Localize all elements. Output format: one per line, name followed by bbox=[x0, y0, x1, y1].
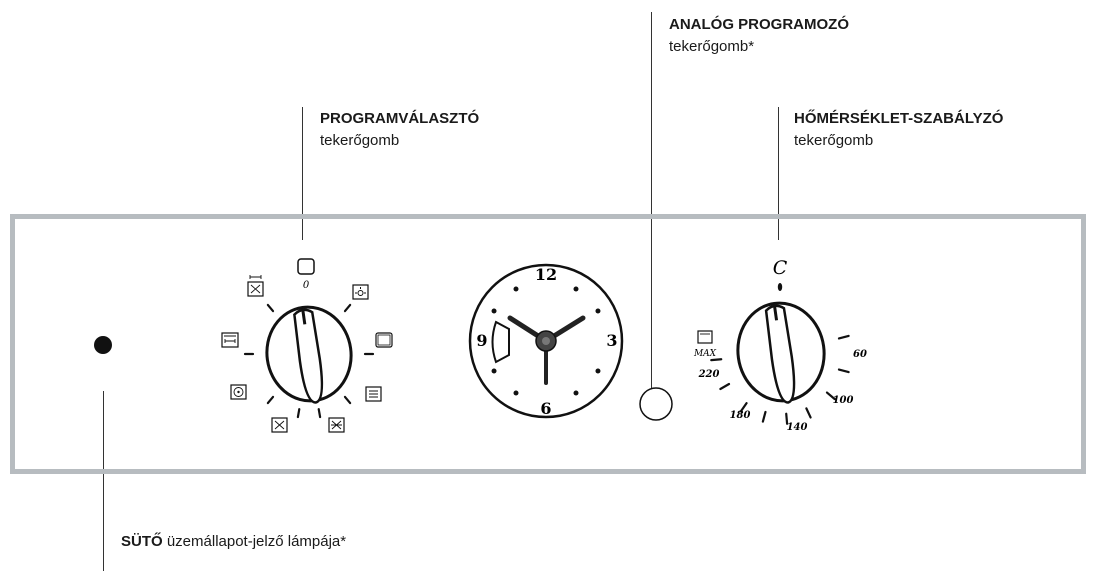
temperature-tick bbox=[761, 410, 767, 423]
fan-oven-icon bbox=[230, 384, 247, 400]
clock-dot bbox=[513, 390, 519, 396]
temp-off-mark bbox=[777, 283, 783, 291]
clock-dot bbox=[491, 368, 497, 374]
clock-dot bbox=[595, 368, 601, 374]
analog-programmer-sub: tekerőgomb* bbox=[669, 38, 755, 55]
temperature-tick-marks bbox=[710, 334, 850, 425]
program-tick bbox=[343, 395, 352, 405]
analog-programmer[interactable]: 12 3 6 9 bbox=[468, 263, 624, 419]
clock-dot bbox=[513, 286, 519, 292]
clock-number-3: 3 bbox=[606, 331, 617, 350]
temperature-controller[interactable]: C MAX 60 100 140 180 220 bbox=[693, 257, 867, 433]
temperature-tick bbox=[825, 391, 836, 401]
clock-number-9: 9 bbox=[476, 331, 487, 350]
program-selector-title: PROGRAMVÁLASZTÓ bbox=[320, 110, 480, 127]
program-tick bbox=[343, 303, 352, 313]
temp-off-label: C bbox=[773, 257, 788, 279]
top-heat-icon bbox=[221, 332, 239, 348]
program-tick bbox=[266, 303, 275, 313]
clock-minute-dots bbox=[491, 286, 601, 396]
grill-icon bbox=[271, 417, 288, 433]
program-selector-label: PROGRAMVÁLASZTÓ tekerőgomb bbox=[320, 108, 479, 152]
temperature-controller-sub: tekerőgomb bbox=[794, 132, 874, 149]
top-bottom-heat-icon bbox=[375, 332, 393, 348]
temperature-tick bbox=[710, 358, 723, 362]
oven-lamp-sub: üzemállapot-jelző lámpája* bbox=[166, 533, 347, 550]
clock-dot bbox=[491, 308, 497, 314]
timer-window bbox=[491, 320, 510, 364]
temp-label-max: MAX bbox=[693, 349, 717, 359]
clock-dot bbox=[595, 308, 601, 314]
program-selector-sub: tekerőgomb bbox=[320, 132, 400, 149]
program-selector[interactable]: 0 bbox=[221, 258, 393, 433]
temperature-knob[interactable] bbox=[732, 297, 831, 408]
program-tick bbox=[317, 408, 322, 419]
lamp-icon bbox=[352, 284, 369, 300]
oven-lamp-title: SÜTŐ bbox=[121, 533, 163, 550]
temperature-controller-label: HŐMÉRSÉKLET-SZABÁLYZÓ tekerőgomb bbox=[794, 108, 1003, 152]
program-zero-label: 0 bbox=[303, 280, 310, 291]
program-selector-leader bbox=[302, 107, 303, 240]
analog-programmer-leader bbox=[651, 12, 652, 389]
analog-programmer-title: ANALÓG PROGRAMOZÓ bbox=[669, 16, 849, 33]
temp-label-60: 60 bbox=[853, 349, 867, 360]
program-tick-marks bbox=[243, 303, 375, 419]
temp-label-100: 100 bbox=[833, 395, 854, 406]
clock-hands bbox=[507, 315, 586, 385]
program-tick bbox=[296, 408, 301, 419]
clock-dot bbox=[573, 390, 579, 396]
temp-label-140: 140 bbox=[787, 422, 808, 433]
temperature-tick bbox=[785, 412, 789, 425]
program-knob[interactable] bbox=[261, 302, 358, 409]
temperature-tick bbox=[719, 382, 731, 391]
clock-dot bbox=[573, 286, 579, 292]
oven-lamp-leader bbox=[103, 391, 104, 571]
clock-number-12: 12 bbox=[535, 265, 557, 284]
temperature-controller-title: HŐMÉRSÉKLET-SZABÁLYZÓ bbox=[794, 110, 1004, 127]
bottom-heat-fan-icon bbox=[365, 386, 382, 402]
analog-programmer-label: ANALÓG PROGRAMOZÓ tekerőgomb* bbox=[669, 14, 849, 58]
dual-grill-icon bbox=[247, 275, 264, 297]
temperature-controller-leader bbox=[778, 107, 779, 240]
clock-number-6: 6 bbox=[540, 399, 551, 418]
temp-label-220: 220 bbox=[698, 369, 720, 380]
temperature-tick bbox=[837, 368, 850, 374]
grill-fan-icon bbox=[328, 417, 345, 433]
timer-set-button[interactable] bbox=[639, 387, 673, 421]
program-tick bbox=[266, 395, 275, 405]
temperature-tick bbox=[805, 407, 812, 419]
oven-indicator-lamp bbox=[94, 336, 112, 354]
max-grill-icon bbox=[697, 330, 713, 344]
oven-lamp-label: SÜTŐ üzemállapot-jelző lámpája* bbox=[121, 531, 346, 553]
control-panel bbox=[10, 214, 1086, 474]
temperature-tick bbox=[739, 402, 748, 413]
off-icon bbox=[297, 258, 315, 275]
temperature-tick bbox=[837, 334, 850, 340]
temp-label-180: 180 bbox=[730, 410, 751, 421]
